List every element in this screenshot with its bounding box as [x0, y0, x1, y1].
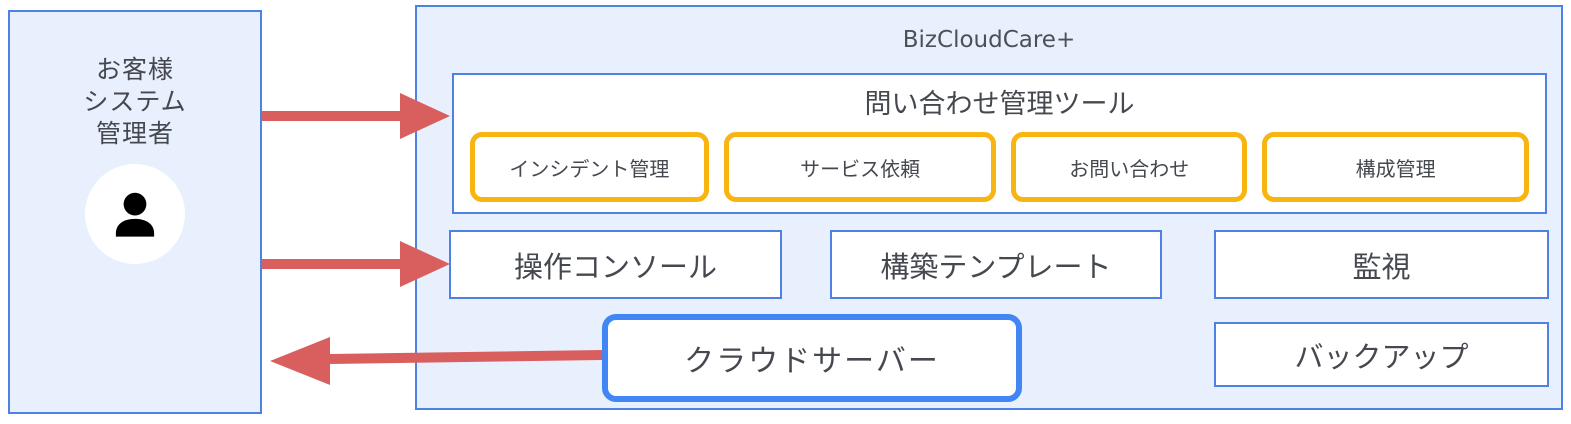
- service-box-operation-console: 操作コンソール: [449, 230, 782, 299]
- customer-admin-line-3: 管理者: [95, 119, 174, 148]
- tool-item-inquiry: お問い合わせ: [1011, 132, 1248, 202]
- customer-admin-line-1: お客様: [95, 55, 174, 84]
- tool-item-incident-management: インシデント管理: [470, 132, 709, 202]
- customer-admin-line-2: システム: [83, 87, 187, 116]
- cloud-server-box: クラウドサーバー: [602, 314, 1022, 402]
- inquiry-tool-items: インシデント管理 サービス依頼 お問い合わせ 構成管理: [470, 132, 1529, 202]
- platform-title: BizCloudCare+: [902, 27, 1076, 53]
- inquiry-tool-box: 問い合わせ管理ツール インシデント管理 サービス依頼 お問い合わせ 構成管理: [452, 73, 1547, 214]
- tool-item-configuration-management: 構成管理: [1262, 132, 1529, 202]
- tool-item-service-request: サービス依頼: [723, 132, 997, 202]
- avatar: [85, 164, 185, 264]
- inquiry-tool-title: 問い合わせ管理ツール: [864, 89, 1135, 120]
- service-box-backup: バックアップ: [1214, 322, 1549, 387]
- service-box-build-template: 構築テンプレート: [830, 230, 1162, 299]
- person-icon: [115, 192, 155, 237]
- service-box-monitoring: 監視: [1214, 230, 1549, 299]
- customer-admin-label: お客様 システム 管理者: [10, 12, 260, 150]
- customer-admin-box: お客様 システム 管理者: [8, 10, 262, 414]
- platform-box: BizCloudCare+ 問い合わせ管理ツール インシデント管理 サービス依頼…: [415, 5, 1563, 410]
